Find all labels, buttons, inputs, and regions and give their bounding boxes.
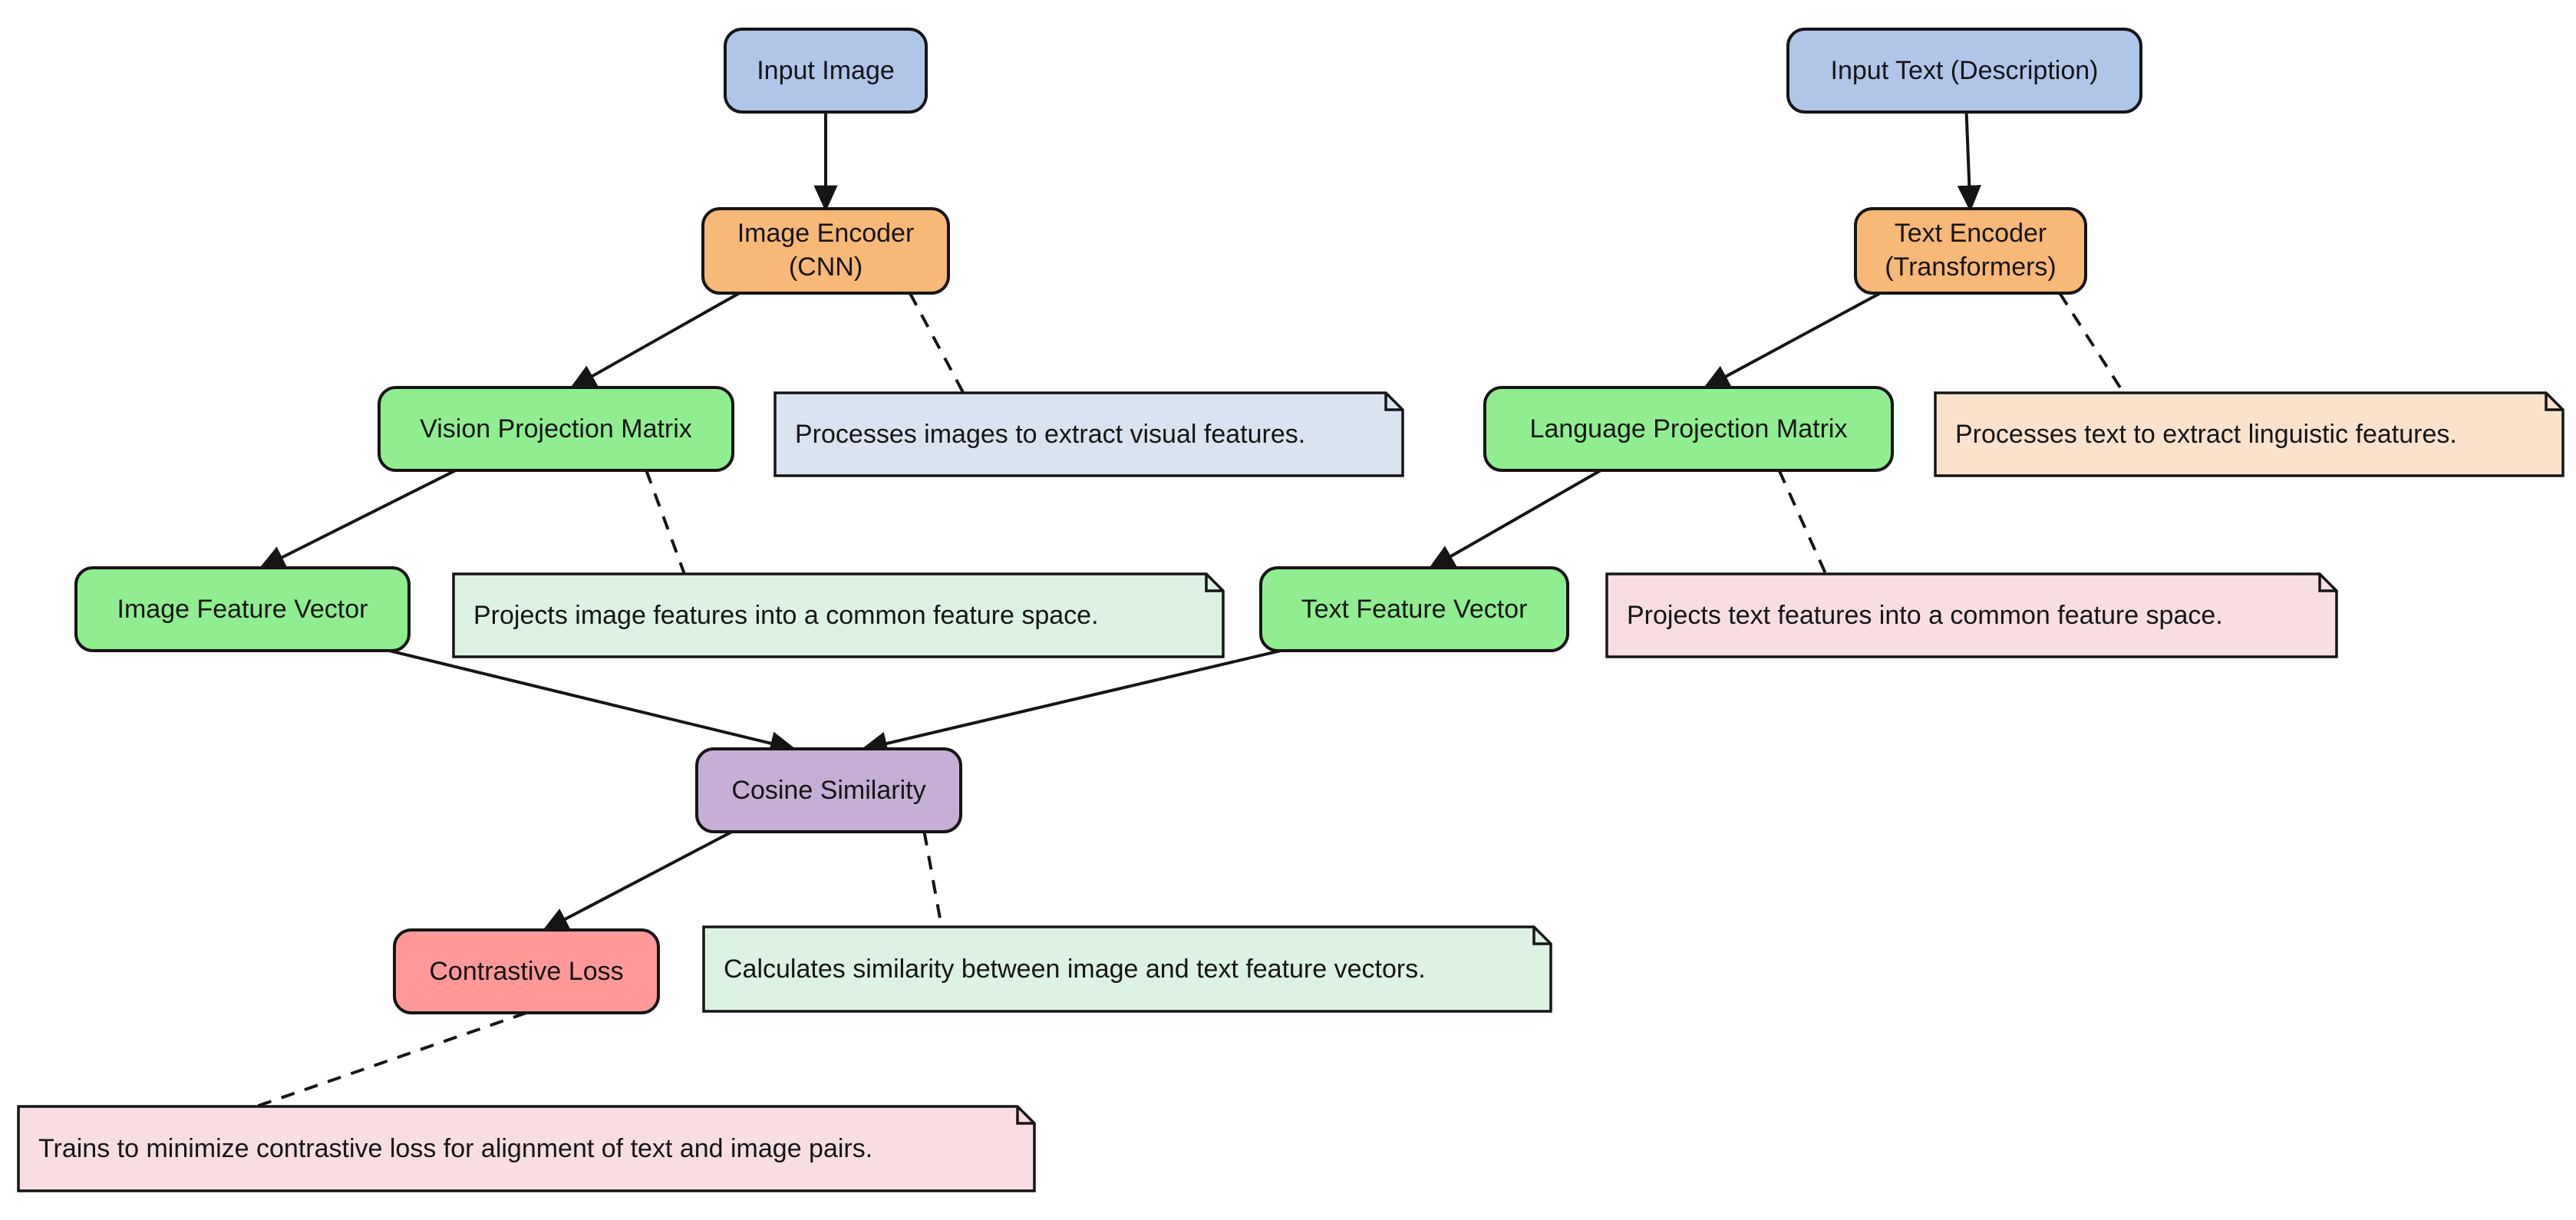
note-note-text-encoder: Processes text to extract linguistic fea… [1934, 391, 2564, 477]
node-label: Vision Projection Matrix [420, 414, 692, 443]
note-note-vision-projection: Projects image features into a common fe… [452, 572, 1225, 658]
e-vision-projection-to-image-feature [258, 469, 457, 569]
node-label: Text Encoder [1895, 219, 2047, 248]
node-box [695, 747, 962, 833]
node-box [1483, 386, 1894, 472]
e-input-text-to-text-encoder [1957, 111, 1981, 212]
note-fold-corner-icon [1016, 1106, 1034, 1125]
node-label: Cosine Similarity [731, 776, 925, 805]
e-text-encoder-to-language-projection [1703, 292, 1882, 389]
node-input-image[interactable]: Input Image [724, 28, 928, 114]
node-label: Input Text (Description) [1831, 56, 2099, 85]
node-label-secondary: (Transformers) [1885, 252, 2057, 282]
node-label: Image Encoder [737, 219, 915, 248]
e-image-feature-to-cosine [388, 649, 797, 755]
note-fold-corner-icon [1205, 574, 1223, 592]
node-box [378, 386, 734, 472]
node-text-encoder[interactable]: Text Encoder (Transformers) [1854, 207, 2087, 295]
node-label: Language Projection Matrix [1530, 414, 1848, 443]
note-fold-corner-icon [1532, 927, 1551, 945]
node-language-projection[interactable]: Language Projection Matrix [1483, 386, 1894, 472]
e-text-encoder-to-note [2058, 292, 2126, 394]
e-cosine-to-note [922, 831, 943, 928]
note-fold-corner-icon [1384, 393, 1403, 411]
note-note-image-encoder: Processes images to extract visual featu… [773, 391, 1404, 477]
node-label: Image Feature Vector [117, 595, 368, 624]
node-text-feature-vector[interactable]: Text Feature Vector [1259, 566, 1569, 652]
e-image-encoder-to-note [908, 292, 965, 394]
e-image-encoder-to-vision-projection [569, 292, 740, 389]
note-text: Processes images to extract visual featu… [795, 420, 1305, 449]
node-image-feature-vector[interactable]: Image Feature Vector [74, 566, 411, 652]
note-note-contrastive-loss: Trains to minimize contrastive loss for … [17, 1105, 1036, 1192]
note-box [773, 391, 1404, 477]
node-box [1786, 28, 2142, 114]
e-cosine-to-contrastive-loss [542, 830, 733, 931]
node-cosine-similarity[interactable]: Cosine Similarity [695, 747, 962, 833]
note-fold-corner-icon [2545, 393, 2563, 411]
note-text: Projects text features into a common fea… [1627, 601, 2223, 630]
note-note-cosine-similarity: Calculates similarity between image and … [702, 925, 1552, 1013]
node-label: Text Feature Vector [1301, 595, 1528, 624]
note-box [1605, 572, 2338, 658]
node-label: Contrastive Loss [429, 957, 623, 986]
note-note-language-projection: Projects text features into a common fea… [1605, 572, 2338, 658]
node-box [1259, 566, 1569, 652]
e-vision-projection-to-note [645, 470, 686, 575]
note-text: Processes text to extract linguistic fea… [1955, 420, 2457, 449]
node-input-text[interactable]: Input Text (Description) [1786, 28, 2142, 114]
edge-layer [256, 111, 2126, 1108]
note-text: Calculates similarity between image and … [724, 955, 1426, 984]
node-label-secondary: (CNN) [789, 252, 863, 282]
node-box [1854, 207, 2087, 295]
note-box [452, 572, 1225, 658]
node-box [74, 566, 411, 652]
note-layer: Processes images to extract visual featu… [17, 391, 2564, 1192]
e-language-projection-to-text-feature [1427, 469, 1602, 569]
e-language-projection-to-note [1777, 470, 1828, 575]
node-image-encoder[interactable]: Image Encoder (CNN) [701, 207, 950, 295]
node-contrastive-loss[interactable]: Contrastive Loss [393, 928, 660, 1014]
note-text: Trains to minimize contrastive loss for … [38, 1134, 872, 1163]
note-text: Projects image features into a common fe… [473, 601, 1099, 630]
node-label: Input Image [757, 56, 895, 85]
note-box [1934, 391, 2564, 477]
node-box [724, 28, 928, 114]
note-fold-corner-icon [2318, 574, 2337, 592]
node-box [701, 207, 950, 295]
e-text-feature-to-cosine [860, 649, 1281, 756]
note-box [17, 1105, 1036, 1192]
node-box [393, 928, 660, 1014]
note-box [702, 925, 1552, 1013]
node-vision-projection[interactable]: Vision Projection Matrix [378, 386, 734, 472]
e-contrastive-loss-to-note [256, 1011, 527, 1108]
